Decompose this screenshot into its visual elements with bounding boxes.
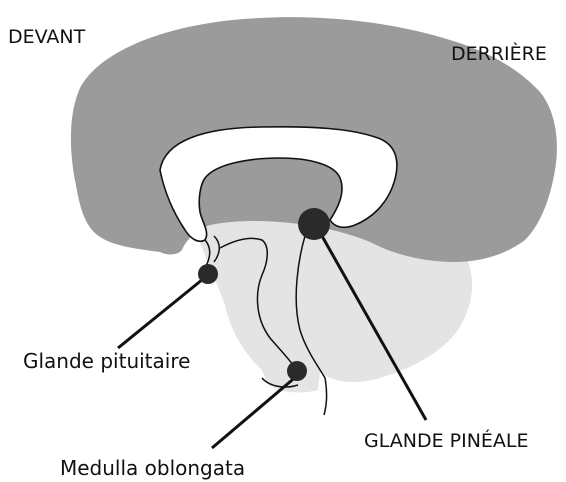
back-label: DERRIÈRE [451,45,547,64]
pituitary-gland-dot [198,264,218,284]
pineal-gland-dot [298,208,330,240]
medulla-leader-line [212,375,298,448]
pituitary-gland-label: Glande pituitaire [23,351,190,371]
pituitary-leader-line [118,275,208,348]
medulla-dot [287,361,307,381]
front-label: DEVANT [8,28,85,47]
medulla-oblongata-label: Medulla oblongata [60,458,245,478]
pineal-gland-label: GLANDE PINÉALE [364,432,529,451]
